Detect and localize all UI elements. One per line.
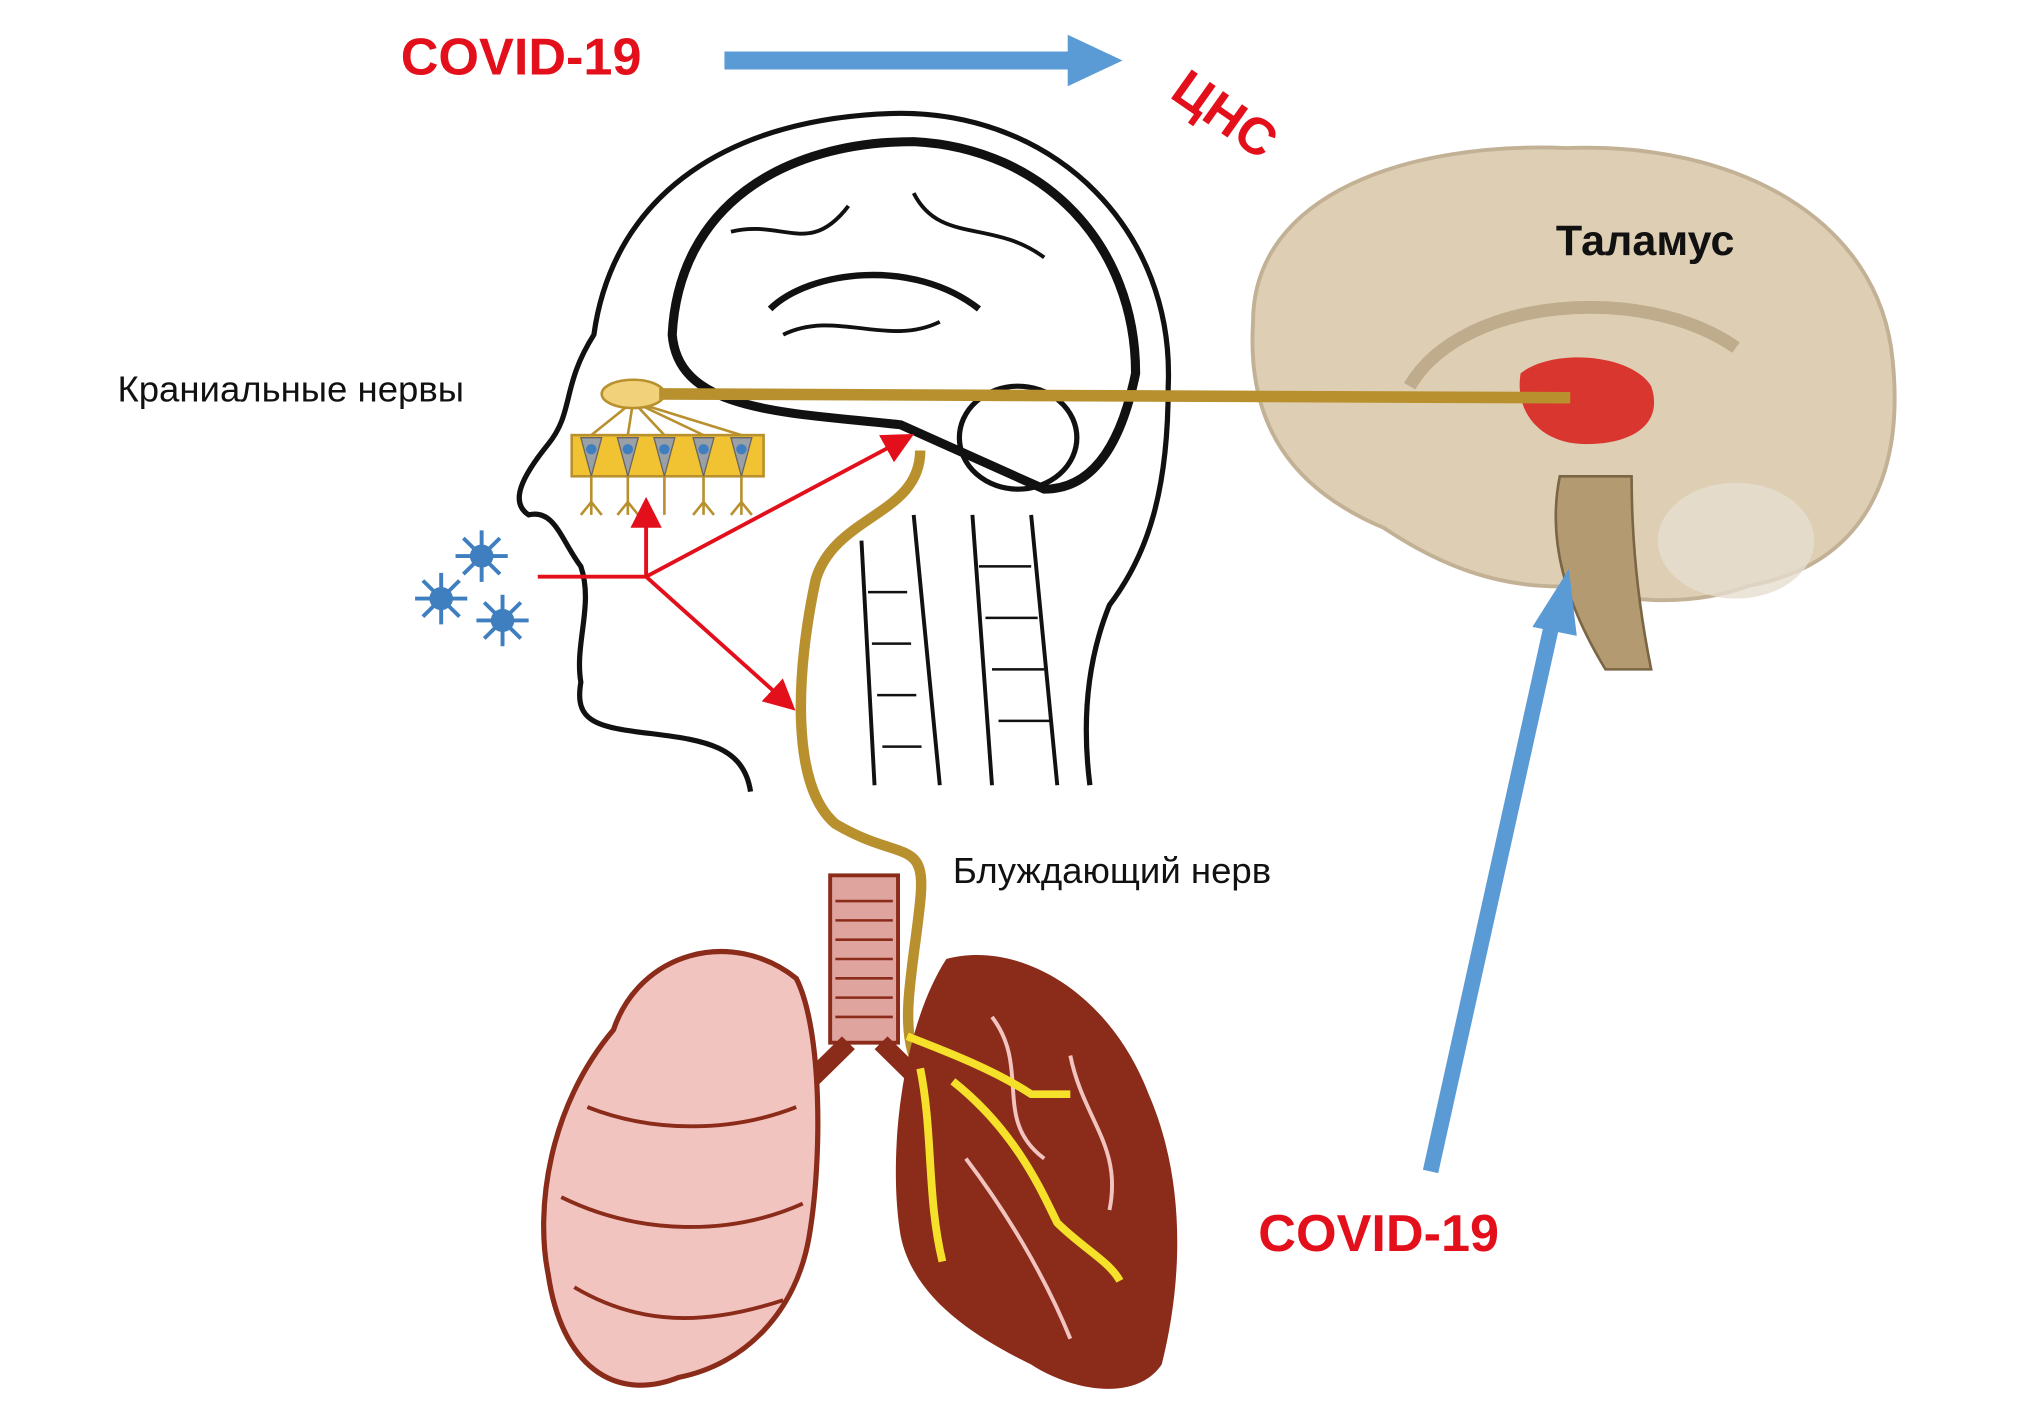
covid-label-bottom: COVID-19 (1258, 1205, 1499, 1263)
blue-arrow-top (724, 34, 1123, 87)
cranial-nerve-line (659, 388, 1571, 404)
olfactory-receptor-cells (570, 400, 765, 516)
cranial-nerves-label: Краниальные нервы (117, 369, 464, 410)
lungs-illustration (541, 873, 1178, 1389)
vagus-branches-lung (905, 1032, 1124, 1283)
brain-3d-image (1250, 145, 1897, 671)
infection-route-arrows (537, 434, 915, 711)
thalamus-highlight (1519, 357, 1655, 445)
brainstem (1554, 475, 1653, 671)
blue-arrow-right (1422, 568, 1577, 1174)
head-cross-section (516, 110, 1171, 793)
vagus-nerve-label: Блуждающий нерв (953, 850, 1271, 891)
virus-particles-icon (415, 530, 529, 647)
thalamus-label: Таламус (1556, 217, 1735, 265)
olfactory-bulb (600, 378, 666, 410)
covid-label-top: COVID-19 (401, 28, 642, 86)
vagus-nerve-line (795, 450, 977, 1149)
cns-label: ЦНС (1162, 58, 1289, 169)
